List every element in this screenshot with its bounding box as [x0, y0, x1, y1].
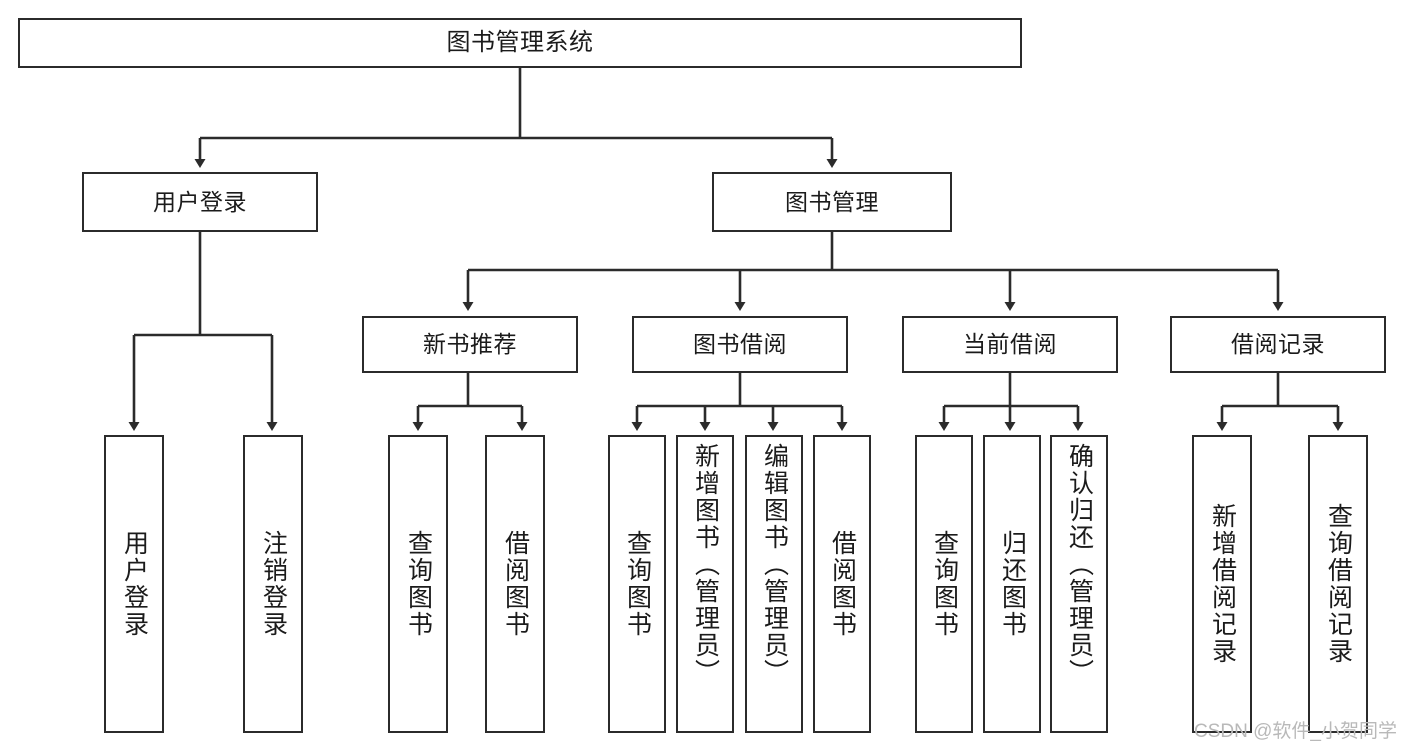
node-label: 查询借阅记录 — [1324, 503, 1353, 665]
node-label: 当前借阅 — [963, 331, 1057, 357]
node-label: 确认归还（管理员） — [1065, 443, 1094, 686]
node-book-borrow[interactable]: 图书借阅 — [632, 316, 848, 373]
node-label: 图书管理系统 — [446, 29, 594, 56]
leaf-current-query-book[interactable]: 查询图书 — [915, 435, 973, 733]
leaf-new-book-borrow[interactable]: 借阅图书 — [485, 435, 545, 733]
node-borrow-record[interactable]: 借阅记录 — [1170, 316, 1386, 373]
csdn-watermark: CSDN @软件_小贺同学 — [1194, 721, 1397, 742]
node-label: 借阅记录 — [1231, 331, 1325, 357]
node-label: 新增借阅记录 — [1208, 503, 1237, 665]
node-label: 新书推荐 — [423, 331, 517, 357]
node-label: 图书管理 — [785, 188, 879, 215]
leaf-current-confirm-return-admin[interactable]: 确认归还（管理员） — [1050, 435, 1108, 733]
node-label: 编辑图书（管理员） — [760, 443, 789, 686]
leaf-new-book-query[interactable]: 查询图书 — [388, 435, 448, 733]
leaf-borrow-query-book[interactable]: 查询图书 — [608, 435, 666, 733]
leaf-user-login-login[interactable]: 用户登录 — [104, 435, 164, 733]
node-current-borrow[interactable]: 当前借阅 — [902, 316, 1118, 373]
node-label: 图书借阅 — [693, 331, 787, 357]
node-label: 注销登录 — [259, 530, 288, 638]
leaf-user-login-logout[interactable]: 注销登录 — [243, 435, 303, 733]
node-label: 借阅图书 — [501, 530, 530, 638]
node-book-management[interactable]: 图书管理 — [712, 172, 952, 232]
leaf-borrow-add-book-admin[interactable]: 新增图书（管理员） — [676, 435, 734, 733]
node-new-book-recommend[interactable]: 新书推荐 — [362, 316, 578, 373]
node-label: 查询图书 — [404, 530, 433, 638]
node-label: 借阅图书 — [828, 530, 857, 638]
node-user-login[interactable]: 用户登录 — [82, 172, 318, 232]
node-label: 查询图书 — [623, 530, 652, 638]
leaf-current-return-book[interactable]: 归还图书 — [983, 435, 1041, 733]
leaf-borrow-borrow-book[interactable]: 借阅图书 — [813, 435, 871, 733]
node-label: 查询图书 — [930, 530, 959, 638]
leaf-borrow-edit-book-admin[interactable]: 编辑图书（管理员） — [745, 435, 803, 733]
node-label: 用户登录 — [120, 530, 149, 638]
node-label: 归还图书 — [998, 530, 1027, 638]
node-label: 新增图书（管理员） — [691, 443, 720, 686]
leaf-record-add-record[interactable]: 新增借阅记录 — [1192, 435, 1252, 733]
node-root-system[interactable]: 图书管理系统 — [18, 18, 1022, 68]
leaf-record-query-record[interactable]: 查询借阅记录 — [1308, 435, 1368, 733]
node-label: 用户登录 — [153, 188, 247, 215]
